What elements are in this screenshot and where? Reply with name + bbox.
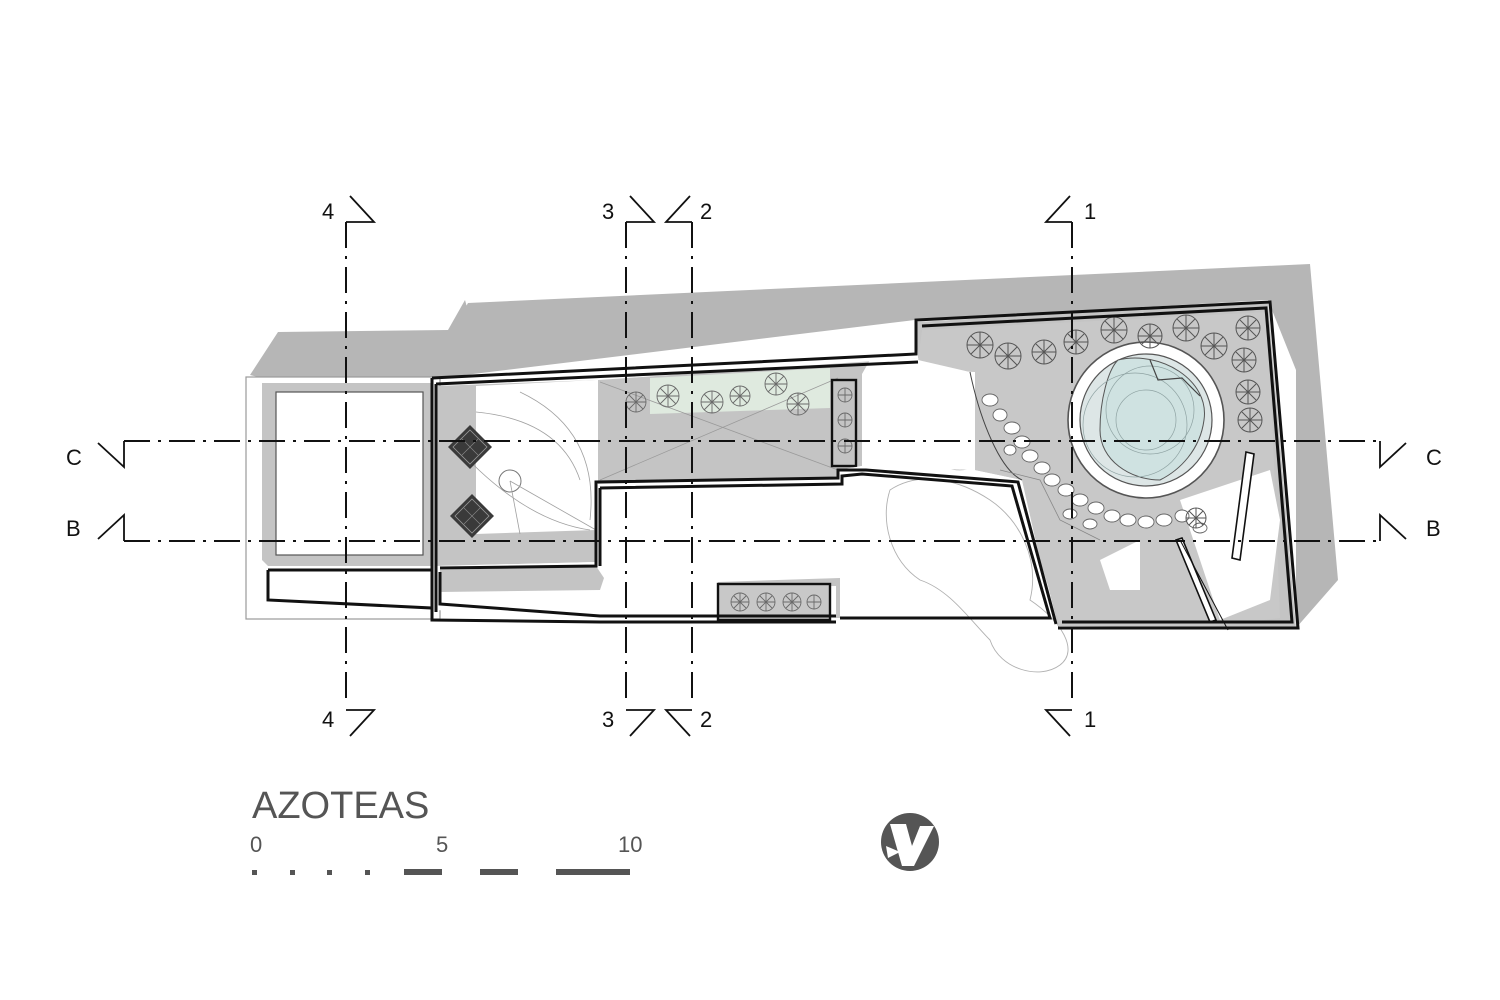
- section-label-1-bottom: 1: [1084, 707, 1096, 732]
- section-label-b-right: B: [1426, 516, 1441, 541]
- tree-symbol-icon: [966, 314, 1263, 529]
- scale-label-5: 5: [436, 832, 448, 857]
- section-label-3-bottom: 3: [602, 707, 614, 732]
- section-lines: [124, 222, 1380, 706]
- studio-logo-icon: [881, 813, 939, 871]
- scale-label-10: 10: [618, 832, 642, 857]
- section-label-1-top: 1: [1084, 199, 1096, 224]
- drawing-title: AZOTEAS: [252, 785, 429, 827]
- scale-bar: [252, 869, 630, 875]
- section-markers: [97, 195, 1407, 737]
- building-walls: [430, 300, 1300, 630]
- stair-hall: [436, 380, 597, 566]
- section-label-3-top: 3: [602, 199, 614, 224]
- section-label-4-bottom: 4: [322, 707, 334, 732]
- section-label-c-right: C: [1426, 445, 1442, 470]
- tree-symbol-icon: [625, 372, 853, 454]
- scale-label-0: 0: [250, 832, 262, 857]
- section-label-4-top: 4: [322, 199, 334, 224]
- section-label-b-left: B: [66, 516, 81, 541]
- skylight-grid-icon: [450, 494, 494, 538]
- tree-symbol-icon: [730, 592, 822, 612]
- section-label-c-left: C: [66, 445, 82, 470]
- section-label-2-bottom: 2: [700, 707, 712, 732]
- shadow-mass: [250, 264, 1338, 628]
- left-block: [245, 376, 441, 620]
- section-label-2-top: 2: [700, 199, 712, 224]
